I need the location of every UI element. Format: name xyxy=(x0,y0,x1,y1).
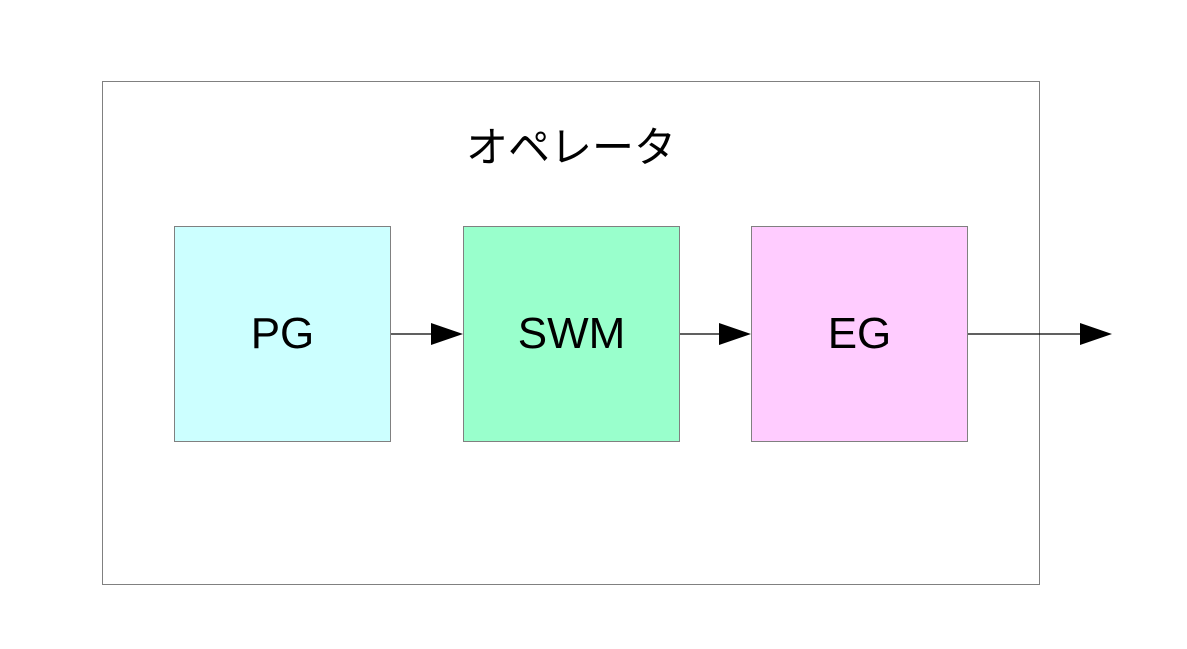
eg-block-label: EG xyxy=(827,309,892,358)
eg-block: EG xyxy=(751,226,968,442)
arrowhead-eg-output xyxy=(1080,323,1112,345)
swm-block: SWM xyxy=(463,226,680,442)
pg-block-label: PG xyxy=(250,309,315,358)
operator-title: オペレータ xyxy=(465,123,676,172)
swm-block-label: SWM xyxy=(517,309,626,358)
pg-block: PG xyxy=(174,226,391,442)
